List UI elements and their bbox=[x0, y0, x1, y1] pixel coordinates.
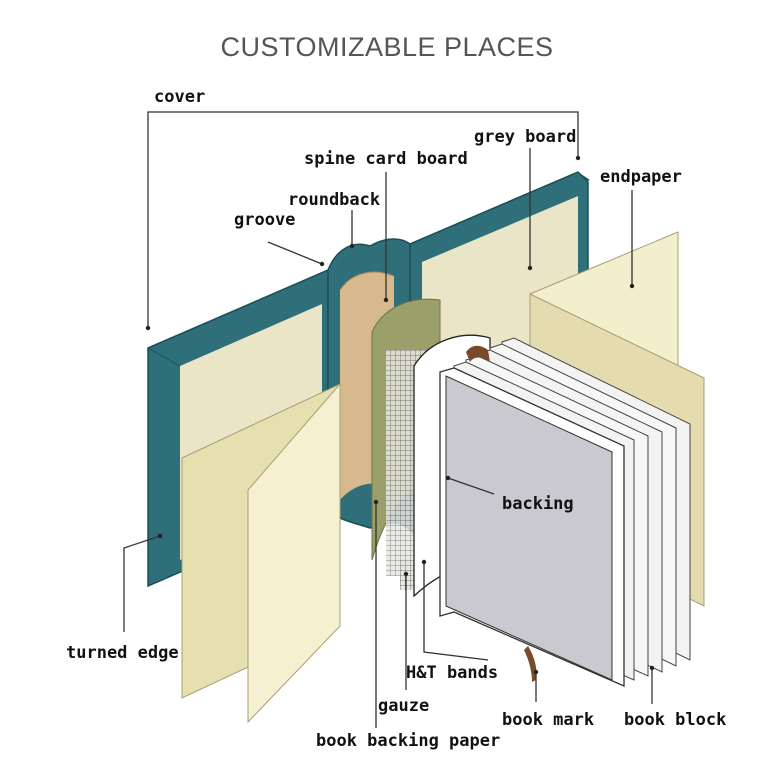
label-cover: cover bbox=[154, 87, 205, 107]
label-groove: groove bbox=[234, 210, 295, 230]
book-block bbox=[439, 337, 691, 687]
label-spine-card-board: spine card board bbox=[304, 149, 468, 169]
label-ht-bands: H&T bands bbox=[406, 663, 498, 683]
label-book-mark: book mark bbox=[502, 710, 594, 730]
page-title: CUSTOMIZABLE PLACES bbox=[220, 32, 554, 62]
book-block-front-face bbox=[445, 375, 613, 681]
label-turned-edge: turned edge bbox=[66, 643, 179, 663]
left-endpaper-sheets bbox=[181, 382, 341, 724]
label-book-block: book block bbox=[624, 710, 726, 730]
leader-dots bbox=[145, 155, 655, 675]
label-grey-board: grey board bbox=[474, 127, 576, 147]
label-gauze: gauze bbox=[378, 696, 429, 716]
label-roundback: roundback bbox=[288, 190, 380, 210]
label-book-backing-paper: book backing paper bbox=[316, 731, 500, 751]
label-endpaper: endpaper bbox=[600, 167, 682, 187]
label-backing: backing bbox=[502, 494, 574, 514]
leader-lines bbox=[123, 111, 653, 728]
